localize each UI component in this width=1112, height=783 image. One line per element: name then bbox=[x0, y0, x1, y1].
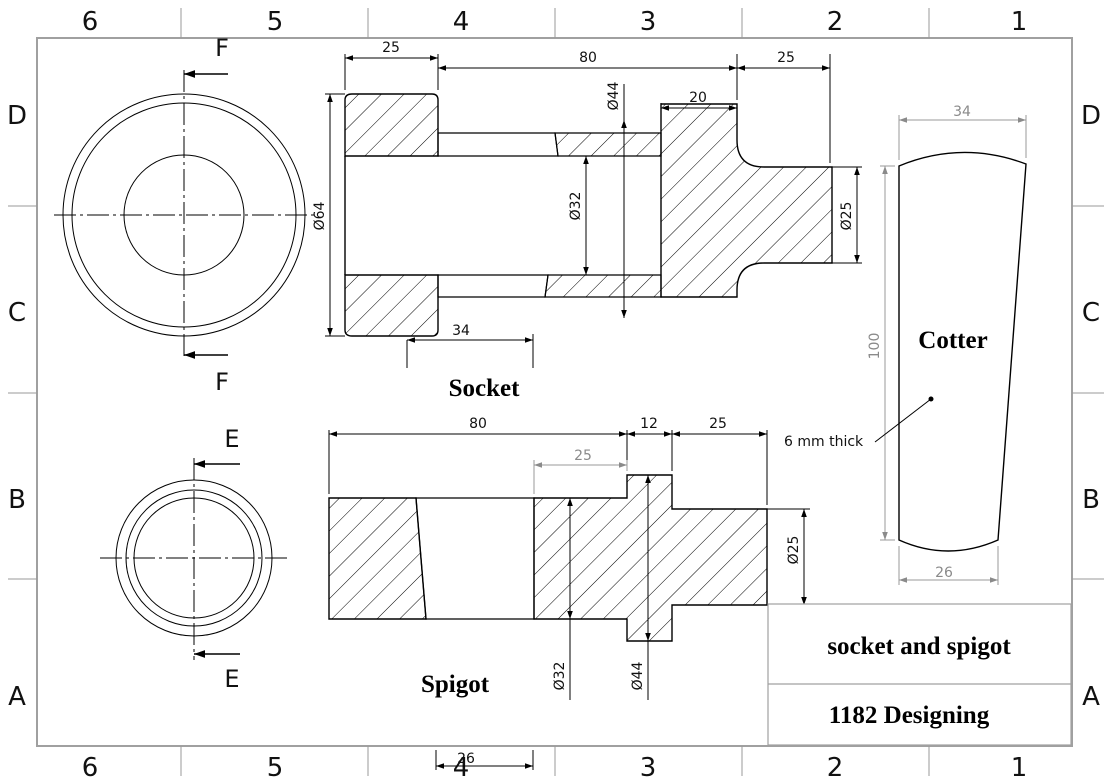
row-label: C bbox=[1082, 298, 1100, 328]
dim-label: 26 bbox=[457, 751, 475, 767]
socket-label: Socket bbox=[449, 375, 521, 402]
spigot-dimensions: 80 12 25 25 Ø25 Ø32 Ø44 26 bbox=[328, 416, 810, 770]
dim-label: Ø64 bbox=[312, 201, 328, 230]
column-label: 6 bbox=[82, 7, 99, 37]
section-label: E bbox=[224, 425, 239, 453]
section-label: E bbox=[224, 665, 239, 693]
spigot-end-view: E E bbox=[100, 425, 290, 693]
sheet-border bbox=[8, 8, 1104, 776]
spigot-label: Spigot bbox=[421, 671, 490, 698]
socket-section-view bbox=[344, 93, 833, 337]
drawing-title: socket and spigot bbox=[827, 633, 1011, 660]
dim-label: 80 bbox=[469, 416, 487, 432]
column-label: 2 bbox=[827, 753, 844, 783]
dim-label: Ø44 bbox=[630, 661, 646, 690]
dim-label: 80 bbox=[579, 50, 597, 66]
dim-label: 25 bbox=[574, 448, 592, 464]
dim-label: 34 bbox=[452, 323, 470, 339]
column-label: 3 bbox=[640, 7, 657, 37]
column-label: 2 bbox=[827, 7, 844, 37]
row-label: A bbox=[8, 682, 26, 712]
dim-label: Ø32 bbox=[568, 192, 584, 221]
dim-label: 25 bbox=[382, 40, 400, 56]
cotter-view: 34 100 26 bbox=[867, 104, 1027, 585]
row-label: A bbox=[1082, 682, 1100, 712]
dim-label: 12 bbox=[640, 416, 658, 432]
column-label: 1 bbox=[1011, 7, 1028, 37]
socket-dimensions: 25 80 25 20 Ø44 Ø64 Ø32 Ø25 34 bbox=[312, 40, 862, 368]
cotter-label: Cotter bbox=[918, 327, 987, 354]
column-label: 4 bbox=[453, 7, 470, 37]
cotter-thickness-note: 6 mm thick bbox=[784, 434, 864, 450]
designer-name: 1182 Designing bbox=[829, 702, 990, 729]
row-label: D bbox=[7, 101, 27, 131]
dim-label: Ø32 bbox=[552, 662, 568, 691]
column-label: 6 bbox=[82, 753, 99, 783]
row-label: B bbox=[1082, 485, 1100, 515]
socket-end-view: F F bbox=[54, 34, 314, 396]
title-block: socket and spigot 1182 Designing bbox=[767, 603, 1072, 746]
dim-label: 20 bbox=[689, 90, 707, 106]
dim-label: 34 bbox=[953, 104, 971, 120]
column-label: 5 bbox=[267, 7, 284, 37]
dim-label: 26 bbox=[935, 565, 953, 581]
spigot-section-view bbox=[328, 474, 768, 642]
column-label: 1 bbox=[1011, 753, 1028, 783]
dim-label: 25 bbox=[709, 416, 727, 432]
row-label: B bbox=[8, 485, 26, 515]
dim-label: 100 bbox=[867, 333, 883, 360]
column-label: 3 bbox=[640, 753, 657, 783]
dim-label: Ø25 bbox=[839, 202, 855, 231]
dim-label: Ø44 bbox=[606, 81, 622, 110]
zone-labels: 6 5 4 3 2 1 6 5 4 3 2 1 D C B A D C B A bbox=[7, 7, 1101, 783]
section-label: F bbox=[215, 368, 229, 396]
section-label: F bbox=[215, 34, 229, 62]
dim-label: Ø25 bbox=[786, 536, 802, 565]
row-label: D bbox=[1081, 101, 1101, 131]
dim-label: 25 bbox=[777, 50, 795, 66]
row-label: C bbox=[8, 298, 26, 328]
column-label: 5 bbox=[267, 753, 284, 783]
